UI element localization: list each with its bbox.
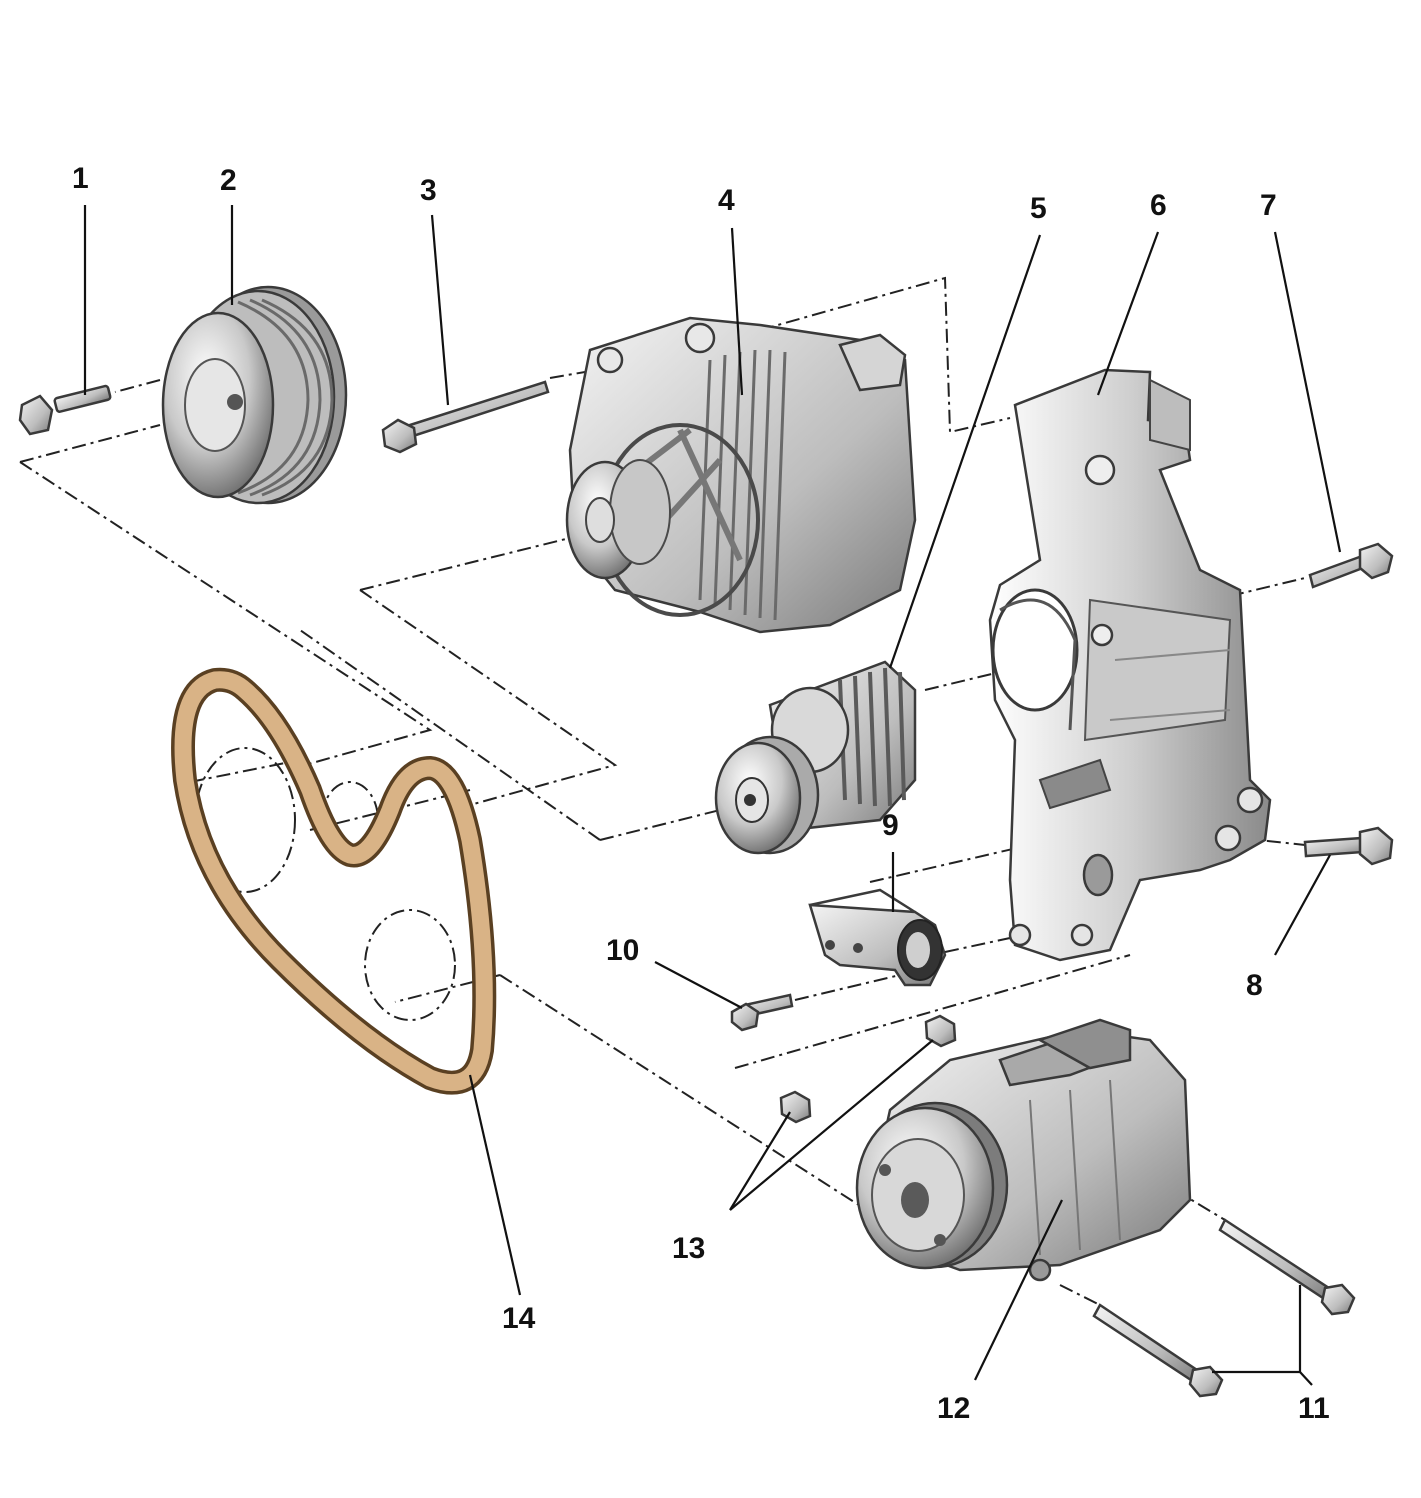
callout-14: 14: [502, 1302, 536, 1335]
ribbed-belt-part-14: [171, 667, 497, 1095]
bolt-part-7: [1308, 542, 1394, 589]
belt-tensioner-part-5: [714, 660, 917, 855]
callout-8: 8: [1246, 969, 1263, 1002]
bolt-part-1: [18, 384, 112, 436]
long-bolts-part-11: [1092, 1218, 1356, 1398]
crank-pulley-part-2: [161, 285, 348, 505]
callout-5: 5: [1030, 192, 1047, 225]
callout-10: 10: [606, 934, 639, 967]
callout-4: 4: [718, 184, 735, 217]
ac-compressor-part-12: [855, 1018, 1192, 1282]
callout-9: 9: [882, 809, 899, 842]
long-bolt-part-3: [381, 380, 550, 454]
mounting-bracket-part-6: [988, 368, 1272, 962]
bolt-part-10: [730, 993, 794, 1032]
bolt-part-8: [1303, 826, 1394, 866]
clamp-part-9: [808, 888, 947, 987]
callout-12: 12: [937, 1392, 970, 1425]
callouts: 1 2 3 4 5 6 7 8 9 10 11 12 13 14: [72, 162, 1330, 1425]
callout-7: 7: [1260, 189, 1277, 222]
callout-1: 1: [72, 162, 89, 195]
callout-11: 11: [1298, 1392, 1330, 1425]
alignment-lines: [19, 276, 1306, 1306]
callout-3: 3: [420, 174, 437, 207]
leader-lines: [83, 205, 1342, 1386]
callout-2: 2: [220, 164, 237, 197]
callout-13: 13: [672, 1232, 705, 1265]
alternator-part-4: [565, 316, 917, 634]
callout-6: 6: [1150, 189, 1167, 222]
